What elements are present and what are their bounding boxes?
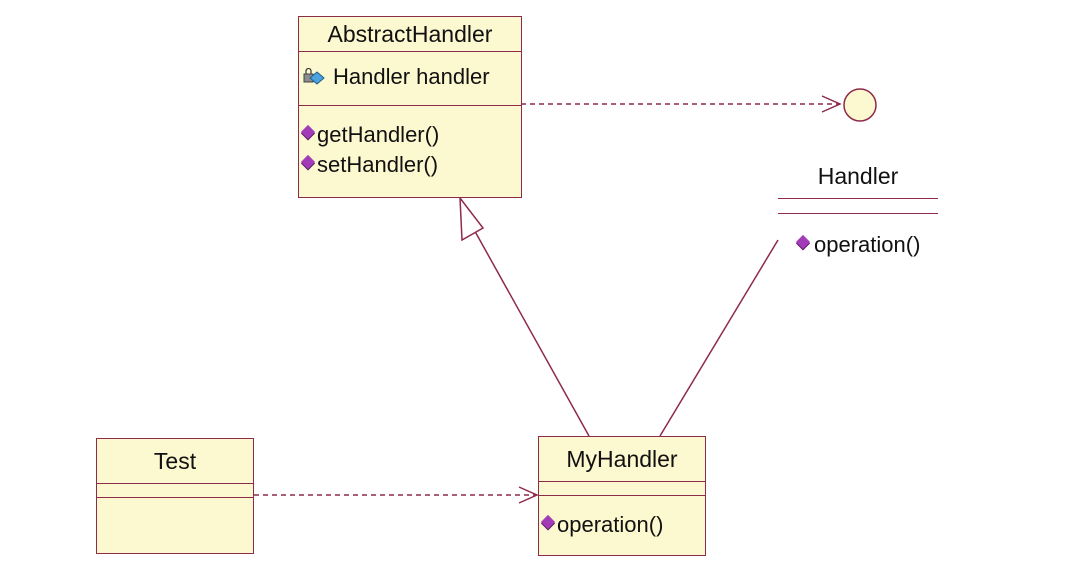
class-abstracthandler[interactable]: AbstractHandler Handler handler getHandl… xyxy=(298,16,522,198)
operations-section: operation() xyxy=(539,496,705,540)
divider xyxy=(778,213,938,214)
attribute-label: Handler handler xyxy=(333,64,490,89)
operation-label: operation() xyxy=(814,232,921,257)
hollow-triangle-arrowhead xyxy=(459,195,485,242)
divider xyxy=(778,198,938,199)
class-name: Handler xyxy=(817,163,899,189)
open-arrowhead xyxy=(518,486,539,504)
generalization-connector xyxy=(471,225,590,437)
class-name: AbstractHandler xyxy=(299,17,521,52)
operation-item: operation() xyxy=(778,230,938,260)
attributes-section xyxy=(97,484,253,498)
realization-connector xyxy=(659,239,779,437)
operation-item: operation() xyxy=(539,510,705,540)
class-name: MyHandler xyxy=(539,437,705,482)
public-operation-icon xyxy=(795,234,811,250)
protected-attribute-icon xyxy=(303,68,325,85)
operation-label: getHandler() xyxy=(317,122,440,147)
class-test[interactable]: Test xyxy=(96,438,254,554)
public-operation-icon xyxy=(540,514,556,530)
public-operation-icon xyxy=(300,124,316,140)
operation-item: setHandler() xyxy=(299,150,521,180)
class-name: Test xyxy=(97,439,253,484)
operation-label: setHandler() xyxy=(317,152,439,177)
operation-label: operation() xyxy=(557,512,664,537)
attributes-section xyxy=(539,482,705,496)
attributes-section: Handler handler xyxy=(299,52,521,106)
class-myhandler[interactable]: MyHandler operation() xyxy=(538,436,706,556)
class-handler[interactable]: Handler operation() xyxy=(778,160,938,260)
attribute-item: Handler handler xyxy=(299,62,521,92)
interface-lollipop-handler xyxy=(843,88,877,122)
public-operation-icon xyxy=(300,154,316,170)
operations-section: getHandler() setHandler() xyxy=(299,106,521,180)
open-arrowhead xyxy=(821,95,842,113)
operation-item: getHandler() xyxy=(299,120,521,150)
